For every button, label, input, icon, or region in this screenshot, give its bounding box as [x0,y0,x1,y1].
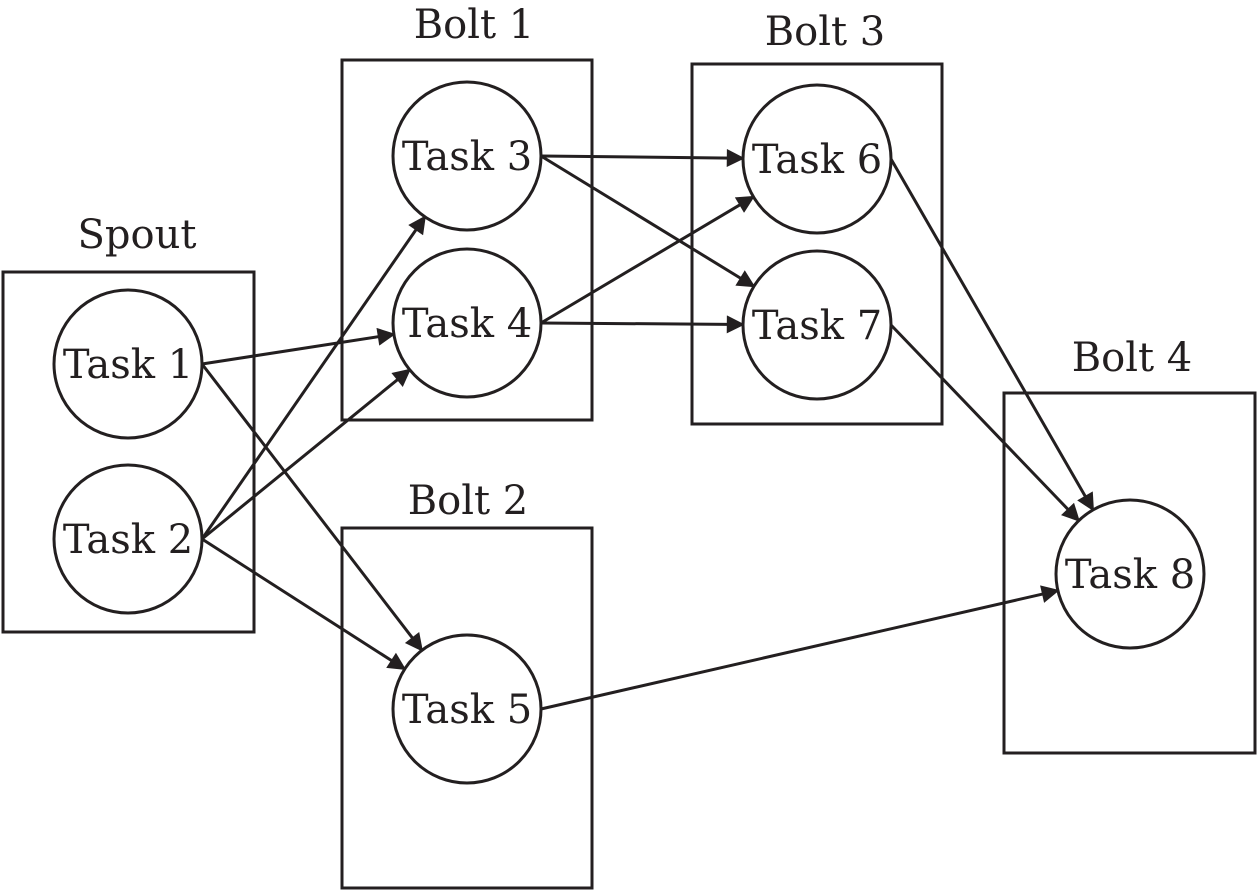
edge-t1-t5 [200,363,424,652]
group-label-bolt1: Bolt 1 [414,2,535,48]
task-node-4: Task 4 [391,247,543,399]
edge-t2-t4 [201,368,412,541]
task-circle-7 [741,249,893,401]
task-label-4: Task 4 [402,301,532,347]
task-node-5: Task 5 [391,633,543,785]
edge-t6-t8 [889,158,1095,512]
task-node-1: Task 1 [52,288,204,440]
group-label-spout: Spout [78,212,197,258]
group-box-bolt1 [340,58,594,422]
group-box-bolt4 [1002,391,1257,755]
task-label-6: Task 6 [752,137,882,183]
edge-t1-t4 [201,327,396,366]
group-label-bolt3: Bolt 3 [765,9,886,55]
edge-t5-t8 [540,585,1060,711]
task-node-8: Task 8 [1054,498,1206,650]
task-node-2: Task 2 [52,463,204,615]
task-label-1: Task 1 [63,342,193,388]
task-circle-3 [391,80,543,232]
task-circle-5 [391,633,543,785]
task-circle-8 [1054,498,1206,650]
edge-t3-t7 [540,154,756,288]
edge-t2-t5 [201,537,407,671]
task-circle-2 [52,463,204,615]
task-label-3: Task 3 [402,134,532,180]
task-label-5: Task 5 [402,687,532,733]
edges-layer [200,149,1095,711]
edge-t4-t6 [540,195,755,325]
task-circle-1 [52,288,204,440]
task-node-3: Task 3 [391,80,543,232]
task-label-8: Task 8 [1065,552,1195,598]
edge-t7-t8 [889,323,1081,522]
group-box-bolt3 [690,62,944,426]
task-node-7: Task 7 [741,249,893,401]
edge-t3-t6 [540,149,745,168]
edge-t2-t3 [200,215,427,540]
group-label-bolt2: Bolt 2 [408,478,529,524]
task-label-2: Task 2 [63,517,193,563]
edge-t4-t7 [540,315,745,334]
group-box-spout [1,270,256,634]
task-node-6: Task 6 [741,83,893,235]
task-label-7: Task 7 [752,303,882,349]
task-circle-6 [741,83,893,235]
group-label-bolt4: Bolt 4 [1072,335,1193,381]
task-circle-4 [391,247,543,399]
group-box-bolt2 [340,526,594,890]
